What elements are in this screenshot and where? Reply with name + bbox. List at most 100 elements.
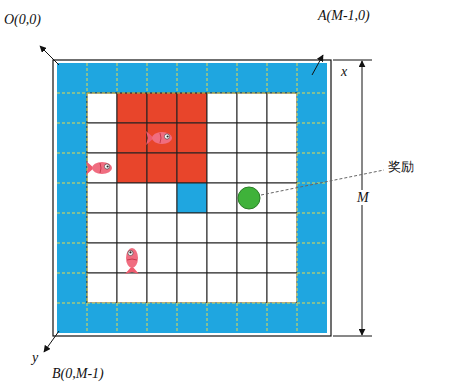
- separator: [177, 63, 178, 93]
- grid-cell: [147, 153, 177, 183]
- outer-frame: [53, 60, 331, 336]
- separator: [87, 63, 88, 93]
- grid-cell: [117, 63, 147, 93]
- grid-cell: [297, 153, 327, 183]
- grid-cell: [207, 153, 237, 183]
- grid-cell: [87, 123, 117, 153]
- grid-cell: [117, 243, 147, 273]
- separator: [57, 273, 87, 274]
- grid-cell: [177, 93, 207, 123]
- separator: [297, 303, 298, 333]
- grid-cell: [57, 93, 87, 123]
- grid-cell: [207, 93, 237, 123]
- grid-cell: [297, 63, 327, 93]
- separator: [57, 183, 87, 184]
- separator: [297, 213, 327, 214]
- grid-cell: [237, 303, 267, 333]
- separator: [297, 153, 327, 154]
- corner-arrow: [40, 46, 59, 65]
- separator: [177, 303, 178, 333]
- grid-cell: [87, 213, 117, 243]
- separator: [57, 303, 87, 304]
- grid-cell: [147, 93, 177, 123]
- grid-cell: [117, 183, 147, 213]
- separator: [297, 123, 327, 124]
- grid-cell: [57, 273, 87, 303]
- grid-cell: [87, 183, 117, 213]
- grid-cell: [87, 273, 117, 303]
- grid-cell: [57, 153, 87, 183]
- grid-cell: [57, 183, 87, 213]
- grid-cell: [207, 63, 237, 93]
- grid-cell: [147, 183, 177, 213]
- label: 奖励: [388, 160, 414, 174]
- grid-cell: [297, 93, 327, 123]
- grid-cell: [177, 123, 207, 153]
- grid-cell: [237, 63, 267, 93]
- grid-cell: [267, 93, 297, 123]
- fish-icon: [86, 161, 112, 175]
- separator: [87, 303, 297, 304]
- grid-cell: [267, 153, 297, 183]
- grid-cell: [147, 213, 177, 243]
- separator: [57, 123, 87, 124]
- grid-cell: [117, 93, 147, 123]
- grid-cell: [117, 123, 147, 153]
- grid-cell: [297, 123, 327, 153]
- separator: [267, 63, 268, 93]
- grid-cell: [57, 63, 87, 93]
- corner-arrow: [44, 331, 59, 352]
- grid-cell: [177, 213, 207, 243]
- grid-cell: [297, 183, 327, 213]
- grid-cell: [57, 243, 87, 273]
- separator: [297, 93, 298, 303]
- grid-cell: [237, 183, 267, 213]
- separator: [87, 93, 88, 303]
- grid-cell: [267, 243, 297, 273]
- separator: [117, 303, 118, 333]
- grid-cell: [147, 303, 177, 333]
- grid-cell: [177, 243, 207, 273]
- grid-cell: [237, 93, 267, 123]
- grid-cell: [147, 123, 177, 153]
- separator: [87, 303, 88, 333]
- grid-cell: [147, 273, 177, 303]
- grid-cell: [57, 213, 87, 243]
- grid-cell: [237, 243, 267, 273]
- grid-cell: [57, 303, 87, 333]
- label: O(0,0): [4, 12, 41, 27]
- separator: [237, 63, 238, 93]
- fish-icon: [146, 131, 172, 145]
- grid-cell: [237, 213, 267, 243]
- separator: [57, 213, 87, 214]
- grid-cell: [237, 123, 267, 153]
- separator: [147, 303, 148, 333]
- grid-cell: [267, 63, 297, 93]
- grid-cell: [207, 183, 237, 213]
- grid-cell: [147, 243, 177, 273]
- grid-cell: [117, 273, 147, 303]
- grid-cell: [237, 273, 267, 303]
- separator: [117, 63, 118, 93]
- grid-cell: [87, 153, 117, 183]
- label: x: [341, 64, 347, 79]
- grid-cell: [267, 123, 297, 153]
- grid-cell: [177, 273, 207, 303]
- grid-cell: [297, 273, 327, 303]
- extension-line: [333, 336, 372, 337]
- reward-ball: [238, 187, 260, 209]
- grid-cell: [177, 153, 207, 183]
- grid-cell: [207, 213, 237, 243]
- label: y: [32, 350, 38, 365]
- grid-cell: [177, 303, 207, 333]
- grid-cell: [177, 63, 207, 93]
- cells: [57, 63, 327, 333]
- grid-cell: [87, 63, 117, 93]
- fish-icon: [125, 248, 139, 274]
- separator: [297, 63, 298, 93]
- grid-cell: [117, 303, 147, 333]
- grid-cell: [267, 183, 297, 213]
- separator: [87, 93, 297, 94]
- separator: [297, 273, 327, 274]
